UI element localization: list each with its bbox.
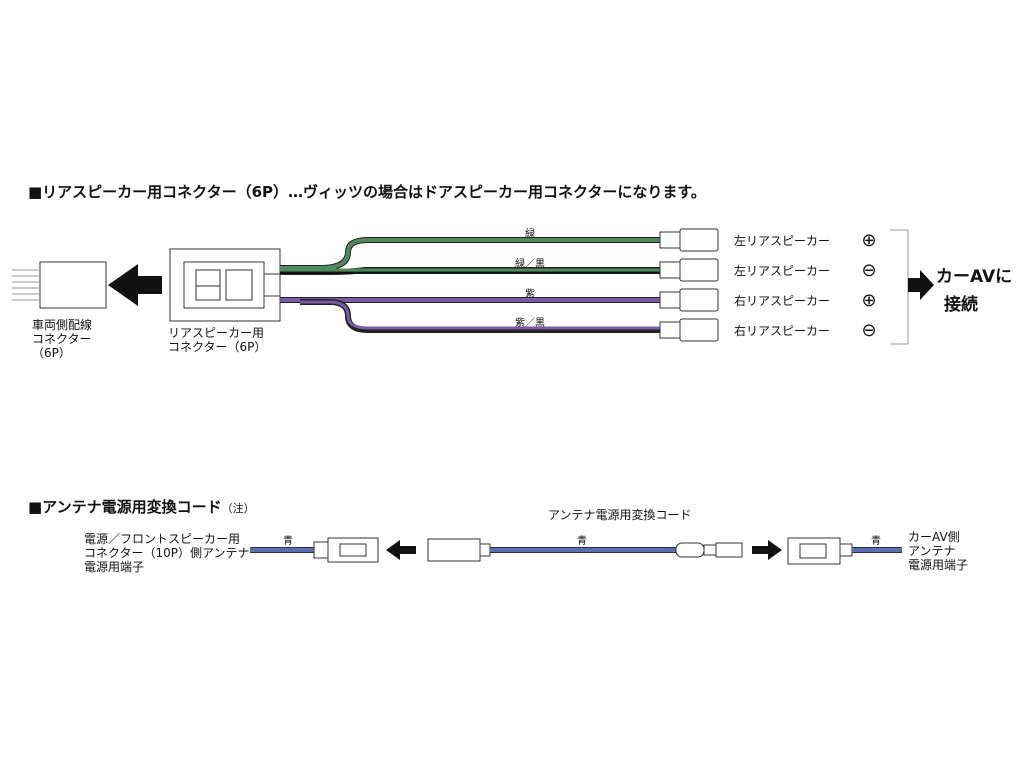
terminal-3: [659, 288, 719, 312]
carav-connect-line2: 接続: [944, 295, 978, 315]
vehicle-connector-graphic: [12, 261, 107, 309]
wire-label-purple-black: 紫／黒: [515, 318, 545, 329]
wire-green: [280, 237, 660, 271]
conversion-cord: [427, 538, 743, 562]
antenna-section-title: ■アンテナ電源用変換コード（注）: [28, 498, 255, 516]
wire-green-black: [280, 267, 660, 275]
wire-label-purple: 紫: [525, 289, 535, 300]
terminal-1: [659, 228, 719, 252]
wire-purple-black: [300, 299, 660, 333]
conversion-cord-label: アンテナ電源用変換コード: [548, 508, 692, 522]
right-terminal-label: カーAV側 アンテナ 電源用端子: [908, 530, 969, 572]
carav-connect-line1: カーAVに: [936, 267, 1013, 287]
speaker-label-4: 右リアスピーカー: [734, 324, 831, 338]
speaker-label-3: 右リアスピーカー: [734, 294, 831, 308]
left-terminal-label: 電源／フロントスピーカー用 コネクター（10P）側アンテナ 電源用端子: [84, 532, 250, 574]
plus-icon: ⊕: [861, 290, 877, 311]
bracket: [890, 229, 909, 345]
left-arrow-small: [386, 540, 416, 560]
speaker-label-2: 左リアスピーカー: [734, 264, 831, 278]
wire-label-blue-right: 青: [871, 536, 881, 547]
wire-label-blue-center: 青: [577, 536, 587, 547]
rear-speaker-connector-graphic: [169, 248, 281, 322]
minus-icon: ⊖: [861, 260, 877, 281]
rear-speaker-section-title: ■リアスピーカー用コネクター（6P）…ヴィッツの場合はドアスピーカー用コネクター…: [28, 183, 706, 201]
plus-icon: ⊕: [861, 230, 877, 251]
speaker-label-1: 左リアスピーカー: [734, 234, 831, 248]
wire-label-green: 緑: [525, 229, 535, 240]
minus-icon: ⊖: [861, 320, 877, 341]
right-terminal: [787, 537, 853, 565]
vehicle-connector-label: 車両側配線 コネクター （6P）: [32, 318, 93, 360]
left-arrow: [108, 264, 162, 306]
terminal-4: [659, 318, 719, 342]
left-female-terminal: [313, 537, 379, 563]
rear-connector-label: リアスピーカー用 コネクター（6P）: [168, 326, 267, 354]
wire-label-blue-left: 青: [283, 536, 293, 547]
wire-label-green-black: 緑／黒: [515, 259, 545, 270]
terminal-2: [659, 258, 719, 282]
right-arrow-small: [908, 270, 934, 300]
right-arrow-small-2: [752, 540, 782, 560]
